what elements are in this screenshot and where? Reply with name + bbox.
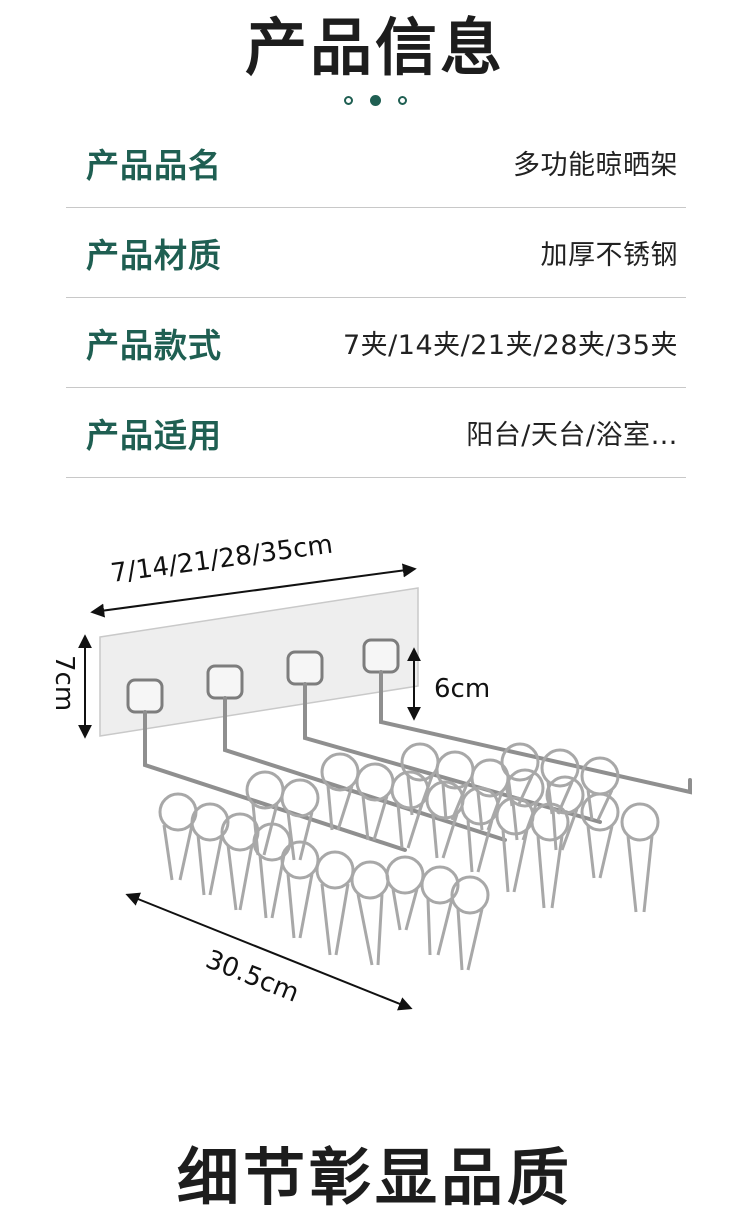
width-arrow xyxy=(90,563,417,618)
info-row-usage: 产品适用 阳台/天台/浴室… xyxy=(66,388,686,478)
hook-drop-label: 6cm xyxy=(434,674,490,704)
info-table: 产品品名 多功能晾晒架 产品材质 加厚不锈钢 产品款式 7夹/14夹/21夹/2… xyxy=(66,118,686,478)
row-value: 阳台/天台/浴室… xyxy=(466,420,678,451)
info-row-style: 产品款式 7夹/14夹/21夹/28夹/35夹 xyxy=(66,298,686,388)
row-label: 产品适用 xyxy=(86,415,222,455)
row-label: 产品款式 xyxy=(86,325,222,365)
product-dimension-figure: 7/14/21/28/35cm 7cm 6cm xyxy=(49,530,692,1011)
info-row-name: 产品品名 多功能晾晒架 xyxy=(66,118,686,208)
row-label: 产品品名 xyxy=(86,145,222,185)
page-title: 产品信息 xyxy=(244,11,505,84)
clips xyxy=(158,742,660,971)
row-value: 加厚不锈钢 xyxy=(540,240,678,271)
section-title: 细节彰显品质 xyxy=(176,1141,573,1214)
pagination-dots xyxy=(0,95,750,106)
row-label: 产品材质 xyxy=(86,235,222,275)
height-label: 7cm xyxy=(49,655,79,711)
row-value: 7夹/14夹/21夹/28夹/35夹 xyxy=(343,330,678,361)
width-label: 7/14/21/28/35cm xyxy=(109,530,335,589)
depth-arrow xyxy=(125,892,413,1011)
row-value: 多功能晾晒架 xyxy=(513,150,678,181)
dot-active xyxy=(369,95,381,106)
dot xyxy=(343,96,353,105)
info-row-material: 产品材质 加厚不锈钢 xyxy=(66,208,686,298)
depth-label: 30.5cm xyxy=(201,945,303,1009)
dot xyxy=(397,96,407,105)
